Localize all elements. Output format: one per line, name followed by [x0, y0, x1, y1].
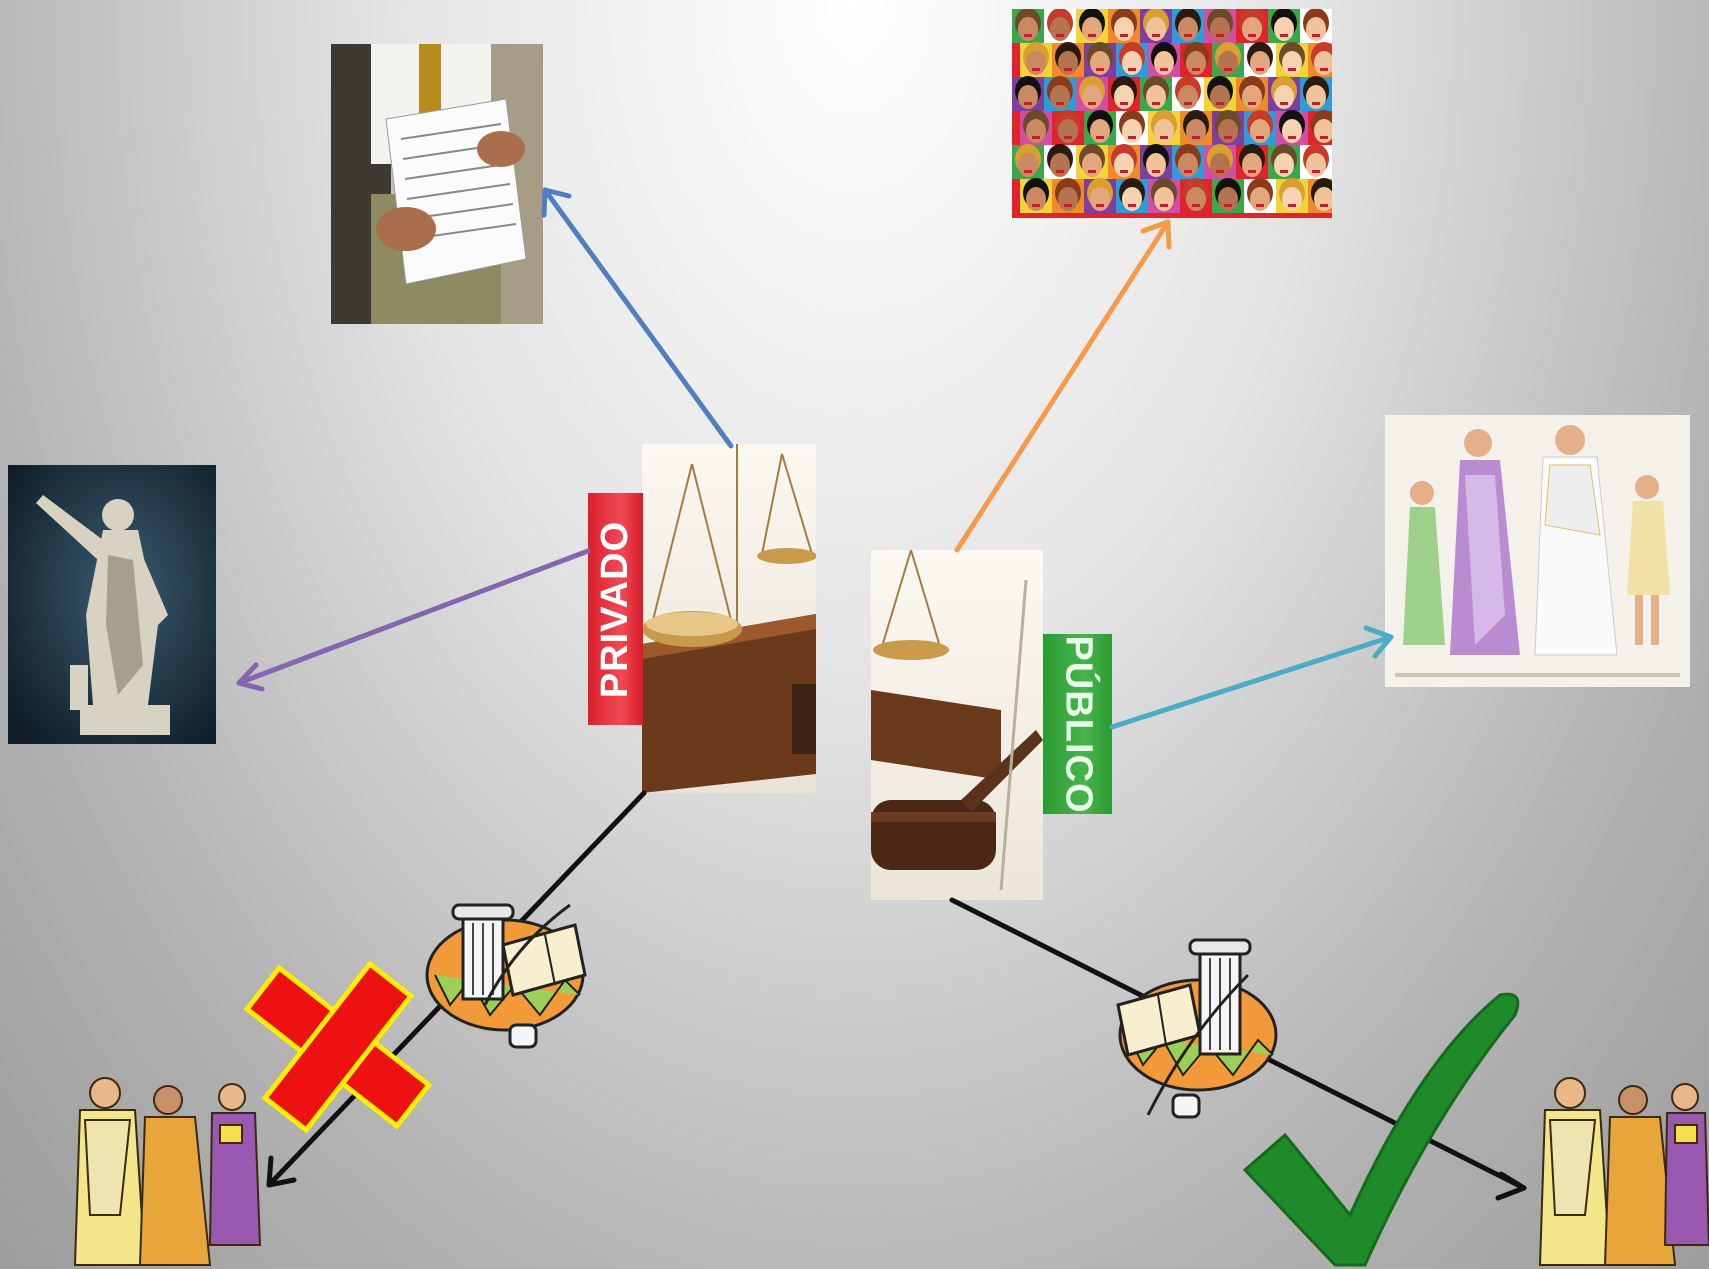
contract-document-photo — [331, 44, 543, 324]
roman-family-illustration — [1385, 415, 1690, 687]
cross-mark — [211, 922, 465, 1173]
arrow-to-contract — [544, 190, 731, 446]
check-mark — [1245, 994, 1518, 1265]
judge-gavel-photo — [871, 550, 1043, 900]
publico-label: PÚBLICO — [1043, 634, 1112, 814]
roman-senators-clipart-left — [75, 1078, 260, 1265]
arrow-to-crowd — [957, 222, 1169, 550]
arrow-to-family — [1112, 628, 1391, 727]
arrow-publico-to-senators — [952, 900, 1524, 1198]
roman-senators-clipart-right — [1540, 1078, 1709, 1265]
privado-text: PRIVADO — [594, 520, 637, 697]
arrow-to-statue — [239, 551, 588, 689]
roman-emperor-statue — [8, 465, 216, 744]
law-book-clipart-right — [1118, 940, 1276, 1117]
arrow-privado-to-senators — [269, 793, 644, 1185]
privado-label: PRIVADO — [588, 493, 643, 725]
crowd-of-people-painting — [1012, 9, 1332, 218]
publico-text: PÚBLICO — [1056, 635, 1099, 813]
law-book-clipart-left — [427, 905, 585, 1047]
scales-of-justice-photo — [642, 444, 816, 793]
